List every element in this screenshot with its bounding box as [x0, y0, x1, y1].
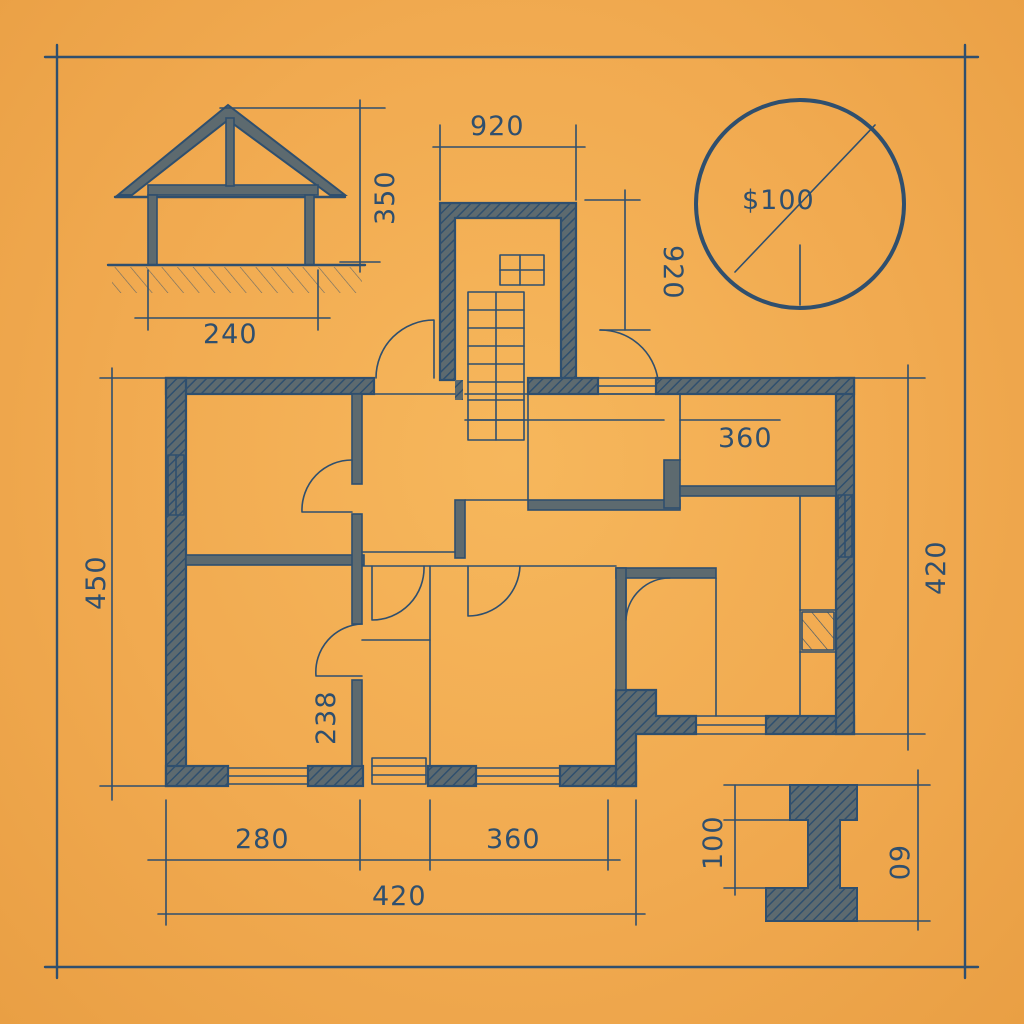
roof-width-label: 240	[203, 319, 258, 350]
plan-left-height-label: 450	[81, 555, 112, 610]
stair-dimension-lines	[432, 124, 651, 331]
roof-height-label: 350	[370, 170, 401, 225]
price-badge-label: $100	[742, 185, 815, 216]
roof-section-detail	[106, 99, 386, 331]
plan-right-height-label: 420	[921, 540, 952, 595]
plan-windows	[167, 377, 853, 785]
plan-door-swings	[301, 319, 671, 677]
bottom-mid-dimension-label: 360	[486, 824, 541, 855]
plan-exterior-walls	[164, 376, 856, 788]
stair-tower	[432, 124, 651, 441]
stair-height-label: 920	[657, 245, 688, 300]
bottom-total-dimension-label: 420	[372, 881, 427, 912]
stair-steps	[467, 254, 545, 441]
hall-label: 238	[311, 690, 342, 745]
plan-interior-walls	[185, 393, 837, 767]
beam-dimension-lines	[723, 769, 931, 931]
beam-section-detail	[723, 769, 931, 931]
price-badge	[694, 98, 906, 310]
plan-dimension-lines	[99, 364, 926, 926]
beam-left-label: 100	[698, 815, 729, 870]
bottom-left-dimension-label: 280	[235, 824, 290, 855]
plan-interior-lines	[361, 393, 837, 767]
stair-width-label: 920	[470, 111, 525, 142]
room-right-label: 360	[718, 423, 773, 454]
sheet-border	[43, 43, 980, 980]
beam-right-label: 60	[883, 845, 914, 881]
roof-dimension-lines	[134, 99, 386, 331]
